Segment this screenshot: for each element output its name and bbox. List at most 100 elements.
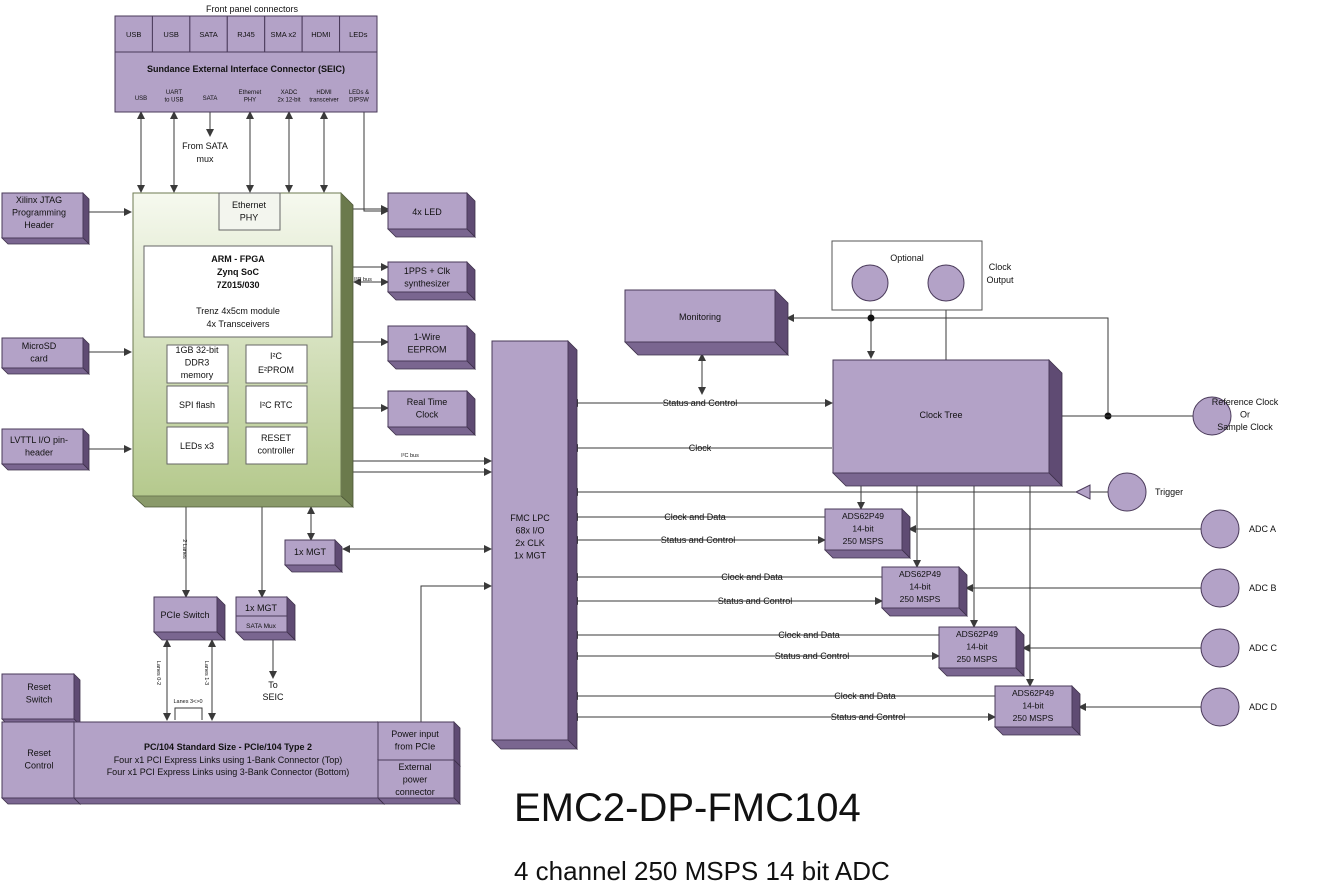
adc-chip-label-2-line0: ADS62P49 — [956, 629, 998, 639]
reset-control-label-line1: Control — [24, 761, 53, 771]
fmc-label-line1: 68x I/O — [515, 526, 544, 536]
trigger-buffer — [1074, 484, 1091, 500]
onewire-label-line1: EEPROM — [407, 345, 446, 355]
reset-switch-label-line1: Switch — [26, 695, 53, 705]
adc-status-label-1: Status and Control — [718, 596, 793, 606]
led-4x — [387, 192, 476, 238]
reset-control-label-line0: Reset — [27, 748, 51, 758]
ethernet-phy — [218, 192, 281, 231]
adc-chip-label-2-line1: 14-bit — [966, 642, 988, 652]
adc-chip-0 — [824, 508, 911, 559]
leds-x3 — [166, 426, 229, 465]
adc-chip-2 — [938, 626, 1025, 677]
leds-x3-label: LEDs x3 — [180, 441, 214, 451]
i2c-bus-small-label: I²C bus — [354, 277, 372, 283]
pcie-switch-label: PCIe Switch — [160, 610, 209, 620]
adc-chip-label-1-line0: ADS62P49 — [899, 569, 941, 579]
pps-clk-synth — [387, 261, 476, 301]
optional-label: Optional — [890, 253, 924, 263]
microsd-label-line0: MicroSD — [22, 341, 57, 351]
clock-output-label-line1: Output — [986, 275, 1014, 285]
adc-clock-data-label-0: Clock and Data — [664, 512, 726, 522]
onewire-label-line0: 1-Wire — [414, 332, 441, 342]
from-sata-mux-line0: From SATA — [182, 141, 228, 151]
adc-input-0 — [1200, 509, 1240, 549]
i2c-bus-label: I²C bus — [401, 453, 419, 459]
reference-clock-label-line2: Sample Clock — [1217, 422, 1273, 432]
i2c-rtc — [245, 385, 308, 424]
front-connector-label-3: RJ45 — [237, 30, 255, 39]
jtag-label-line2: Header — [24, 220, 54, 230]
ext-power-label-line2: connector — [395, 787, 435, 797]
reset-switch — [1, 673, 81, 726]
ethernet-phy-label-line0: Ethernet — [232, 200, 267, 210]
seic-port-6-line1: DIPSW — [349, 98, 369, 104]
reference-clock-label-line0: Reference Clock — [1212, 397, 1279, 407]
adc-input-3 — [1200, 687, 1240, 727]
i2c-eeprom — [245, 344, 308, 384]
reference-clock-label-line1: Or — [1240, 410, 1250, 420]
soc-line-1: Zynq SoC — [217, 267, 259, 277]
fmc-label-line3: 1x MGT — [514, 551, 547, 561]
pcie-switch — [153, 596, 226, 641]
front-connector-label-5: HDMI — [311, 30, 330, 39]
ref-loop — [786, 314, 1109, 416]
microsd-card — [1, 337, 90, 375]
eeprom-l2: E²PROM — [258, 365, 294, 375]
ddr-label-line2: memory — [181, 370, 214, 380]
seic-port-3-line1: PHY — [244, 98, 256, 104]
seic-port-4-line1: 2x 12-bit — [277, 98, 300, 104]
onewire-eeprom — [387, 325, 476, 370]
adc-status-label-3: Status and Control — [831, 712, 906, 722]
mgt-1-label: 1x MGT — [294, 547, 327, 557]
seic-title: Sundance External Interface Connector (S… — [147, 64, 345, 74]
seic-port-5-line0: HDMI — [316, 90, 332, 96]
front-connector-2 — [189, 15, 228, 53]
reset-controller-label-line0: RESET — [261, 433, 292, 443]
mgt-2-label: 1x MGT — [245, 603, 278, 613]
i2c-rtc-label: I²C RTC — [260, 400, 293, 410]
seic-port-2-line0: SATA — [203, 96, 218, 102]
adc-chip-label-1-line2: 250 MSPS — [900, 594, 941, 604]
external-power — [377, 759, 461, 805]
lvttl-label-line0: LVTTL I/O pin- — [10, 435, 68, 445]
led-4x-label: 4x LED — [412, 207, 442, 217]
clock-label: Clock — [689, 443, 712, 453]
trigger-input — [1107, 472, 1147, 512]
lanes-2-label: 2 Lanes — [181, 539, 187, 559]
adc-chip-1 — [881, 566, 968, 617]
front-connector-label-0: USB — [126, 30, 141, 39]
seic-port-4-line0: XADC — [281, 90, 298, 96]
clock-tree-label: Clock Tree — [919, 410, 962, 420]
front-connector-label-6: LEDs — [349, 30, 368, 39]
spi-flash — [166, 385, 229, 424]
reference-clock-input — [1192, 396, 1232, 436]
reset-switch-label-line0: Reset — [27, 682, 51, 692]
adc-input-2 — [1200, 628, 1240, 668]
zynq-soc — [143, 245, 333, 338]
front-connector-label-1: USB — [163, 30, 178, 39]
fmc-to-power — [420, 582, 492, 722]
adc-input-1 — [1200, 568, 1240, 608]
clock-output-label-line0: Clock — [989, 262, 1012, 272]
mgt-1 — [284, 539, 343, 573]
adc-chip-label-1-line1: 14-bit — [909, 582, 931, 592]
junction-dot — [867, 314, 875, 322]
rtc-label-line0: Real Time — [407, 397, 448, 407]
clock-out-1 — [851, 264, 889, 302]
seic-body — [114, 51, 378, 113]
from-sata-mux-line1: mux — [196, 154, 214, 164]
power-input-pcie — [377, 721, 461, 767]
lanes-30-bridge — [174, 707, 203, 720]
lvttl-header — [1, 428, 90, 471]
adc-chip-label-0-line0: ADS62P49 — [842, 511, 884, 521]
fmc-label-line2: 2x CLK — [515, 538, 545, 548]
trigger-label: Trigger — [1155, 487, 1183, 497]
seic-port-0-line0: USB — [135, 96, 147, 102]
product-title: EMC2-DP-FMC104 — [514, 786, 861, 830]
front-panel-title: Front panel connectors — [206, 4, 299, 14]
pc104-line2: Four x1 PCI Express Links using 3-Bank C… — [107, 767, 350, 777]
jtag-header — [1, 192, 90, 245]
